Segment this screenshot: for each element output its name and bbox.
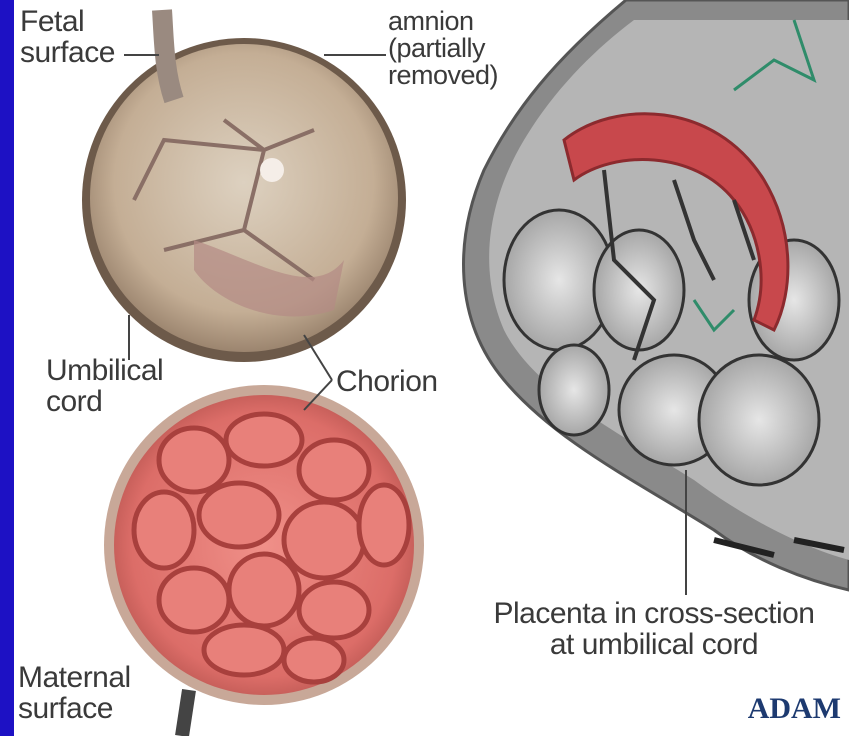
amnion-label: amnion (partially removed)	[388, 8, 498, 89]
fetal-surface-label: Fetal surface	[20, 6, 115, 68]
illustration-frame: Fetal surface amnion (partially removed)…	[14, 0, 849, 736]
umbilical-cord-stub	[162, 10, 174, 100]
cross-section-caption: Placenta in cross-section at umbilical c…	[464, 598, 844, 660]
maternal-surface-label: Maternal surface	[18, 662, 131, 724]
maternal-surface-disc	[104, 385, 424, 736]
cross-section-diagram	[464, 0, 849, 590]
umbilical-cord-label: Umbilical cord	[46, 355, 163, 417]
fetal-surface-disc	[82, 10, 406, 362]
adam-logo: ADAM	[748, 692, 841, 726]
chorion-label: Chorion	[336, 366, 438, 397]
